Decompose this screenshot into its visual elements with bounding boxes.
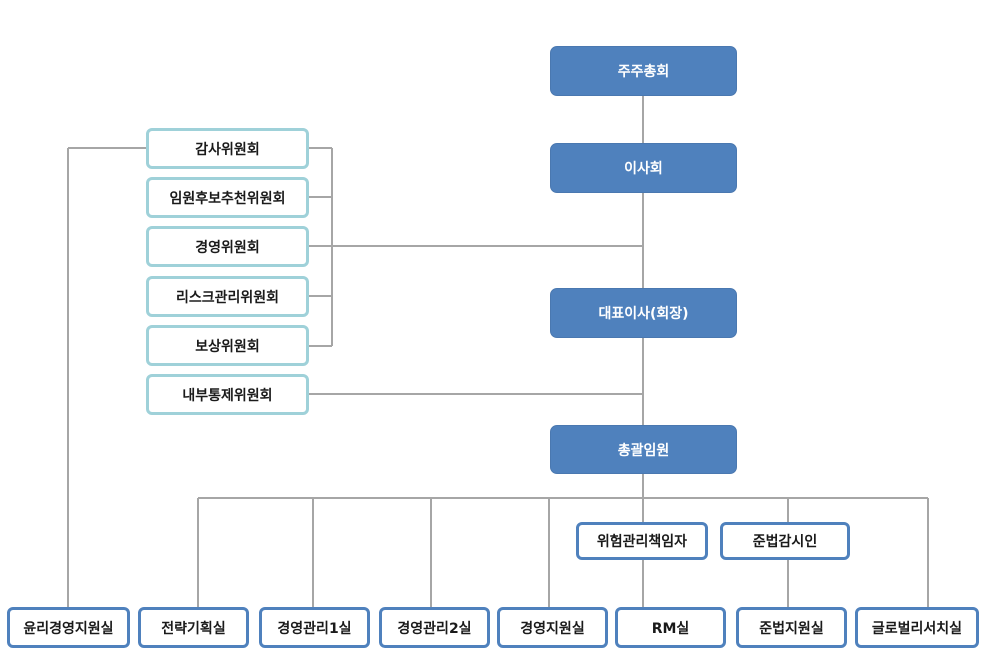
dept-rm[interactable]: RM실 — [615, 607, 726, 648]
committee-internal-control[interactable]: 내부통제위원회 — [146, 374, 309, 415]
committee-audit[interactable]: 감사위원회 — [146, 128, 309, 169]
dept-management-2[interactable]: 경영관리2실 — [379, 607, 490, 648]
dept-ethics-management-support[interactable]: 윤리경영지원실 — [7, 607, 130, 648]
dept-management-1[interactable]: 경영관리1실 — [259, 607, 370, 648]
dept-global-research[interactable]: 글로벌리서치실 — [855, 607, 979, 648]
committee-nomination[interactable]: 임원후보추천위원회 — [146, 177, 309, 218]
shareholders-meeting-box[interactable]: 주주총회 — [550, 46, 737, 96]
committee-management[interactable]: 경영위원회 — [146, 226, 309, 267]
ceo-chairman-box[interactable]: 대표이사(회장) — [550, 288, 737, 338]
compliance-officer[interactable]: 준법감시인 — [720, 522, 850, 560]
risk-management-officer[interactable]: 위험관리책임자 — [576, 522, 708, 560]
dept-management-support[interactable]: 경영지원실 — [497, 607, 608, 648]
general-executives-box[interactable]: 총괄임원 — [550, 425, 737, 474]
committee-compensation[interactable]: 보상위원회 — [146, 325, 309, 366]
dept-strategy-planning[interactable]: 전략기획실 — [138, 607, 249, 648]
dept-compliance-support[interactable]: 준법지원실 — [736, 607, 847, 648]
board-of-directors-box[interactable]: 이사회 — [550, 143, 737, 193]
committee-risk-management[interactable]: 리스크관리위원회 — [146, 276, 309, 317]
